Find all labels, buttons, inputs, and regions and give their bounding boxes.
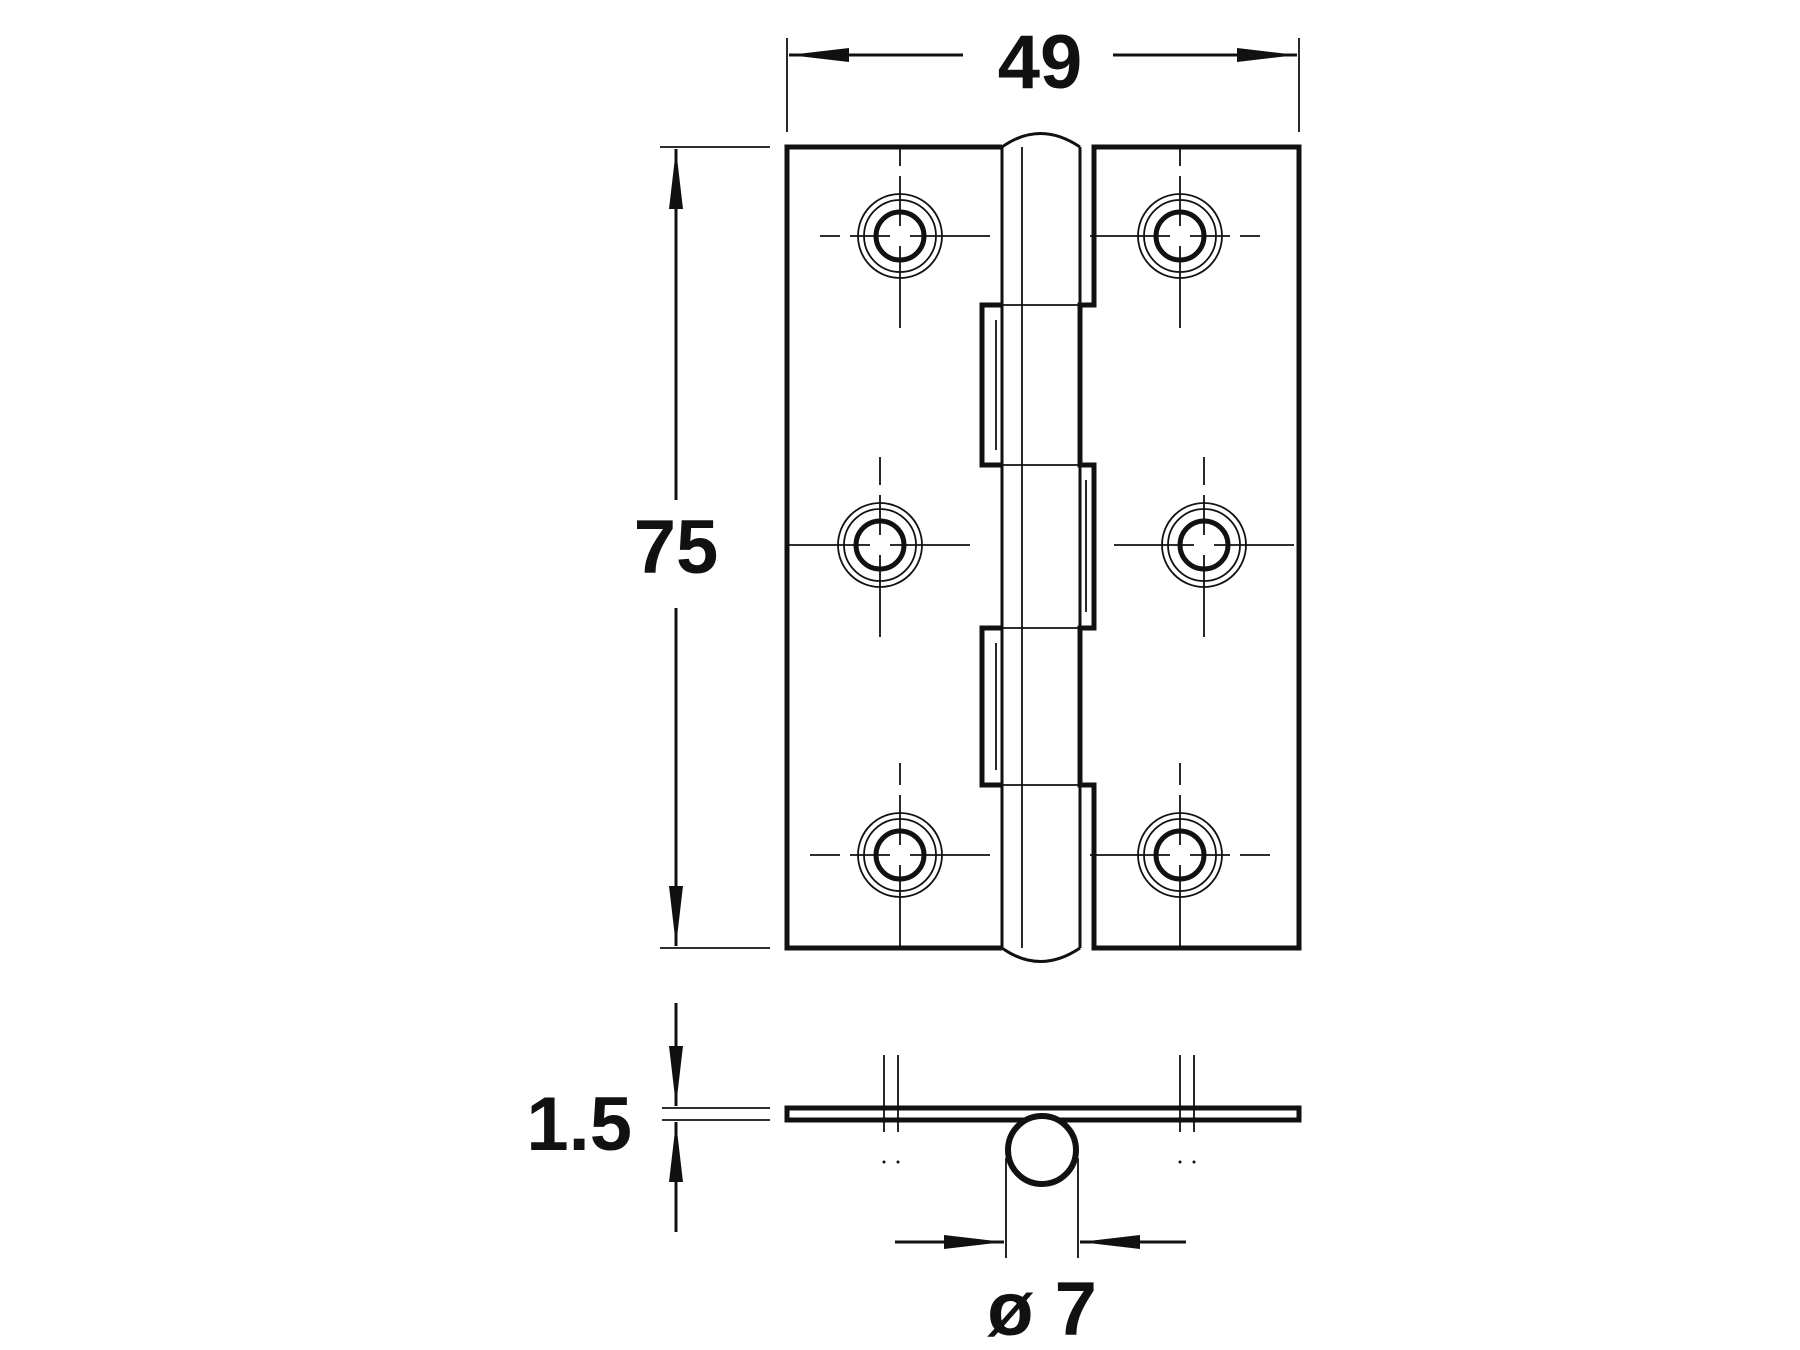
hinge-front-view <box>784 132 1302 963</box>
width-dimension: 49 <box>786 20 1300 132</box>
pin-diameter-dimension: ø 7 <box>895 1158 1186 1350</box>
thickness-label: 1.5 <box>526 1082 632 1167</box>
screw-hole-left-top <box>820 148 990 328</box>
screw-hole-right-middle <box>1114 457 1294 637</box>
side-hole-projections <box>882 1055 1196 1164</box>
screw-hole-left-bottom <box>810 763 990 948</box>
width-label: 49 <box>998 20 1083 105</box>
left-leaf <box>784 144 1002 951</box>
height-dimension: 75 <box>634 146 770 949</box>
thickness-dimension: 1.5 <box>526 1003 770 1232</box>
right-leaf <box>1077 144 1302 951</box>
hinge-knuckle <box>979 132 1087 963</box>
pin-barrel-section <box>1005 1113 1079 1187</box>
screw-hole-left-middle <box>785 457 970 637</box>
screw-hole-right-top <box>1090 148 1260 328</box>
height-label: 75 <box>634 505 719 590</box>
screw-hole-right-bottom <box>1090 763 1270 948</box>
hinge-side-view <box>784 1055 1302 1187</box>
pin-diameter-label: ø 7 <box>987 1267 1097 1350</box>
